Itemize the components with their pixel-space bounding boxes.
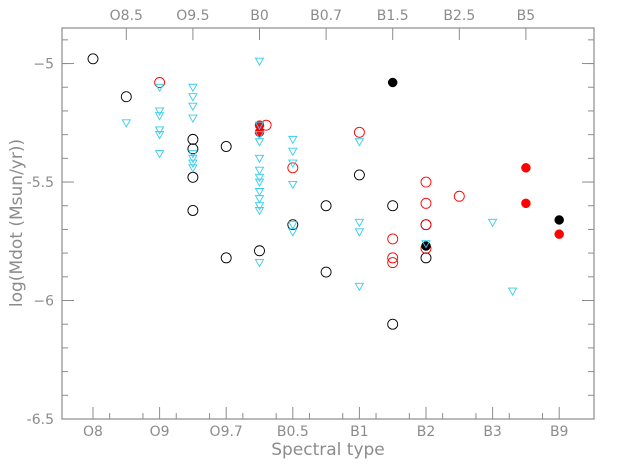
open-circle-point xyxy=(387,233,399,245)
upper-limit-triangle-point xyxy=(288,147,298,157)
upper-limit-triangle-point xyxy=(487,218,498,228)
y-tick-label: -5.5 xyxy=(27,175,54,191)
open-circle-point xyxy=(387,257,399,269)
upper-limit-triangle-point xyxy=(154,83,165,93)
x-tick-label-top: B0.7 xyxy=(310,8,342,24)
open-circle-point xyxy=(420,252,432,264)
x-tick-label-bottom: B3 xyxy=(483,424,502,440)
open-circle-point xyxy=(120,91,132,103)
upper-limit-triangle-point xyxy=(254,57,265,67)
upper-limit-triangle-point xyxy=(188,159,198,168)
open-circle-point xyxy=(187,133,199,145)
open-circle-point xyxy=(287,219,299,231)
open-circle-point xyxy=(320,200,332,212)
x-tick-label-top: B2.5 xyxy=(443,8,475,24)
upper-limit-triangle-point xyxy=(154,107,165,116)
x-tick-label-bottom: B0.5 xyxy=(277,424,309,440)
x-tick-label-top: B5 xyxy=(517,8,536,24)
upper-limit-triangle-point xyxy=(288,159,298,168)
open-circle-point xyxy=(254,245,265,257)
upper-limit-triangle-point xyxy=(254,202,265,211)
upper-limit-triangle-point xyxy=(188,93,198,102)
upper-limit-triangle-point xyxy=(354,218,365,228)
upper-limit-triangle-point xyxy=(254,154,265,164)
open-circle-point xyxy=(220,141,232,152)
open-circle-point xyxy=(87,53,99,65)
filled-circle-point xyxy=(554,215,564,225)
open-circle-point xyxy=(420,219,432,231)
tick-marks xyxy=(62,28,594,420)
upper-limit-triangle-point xyxy=(254,166,265,176)
upper-limit-triangle-point xyxy=(507,287,518,296)
open-circle-point xyxy=(187,171,199,183)
open-circle-point xyxy=(287,162,299,174)
x-tick-label-bottom: O9 xyxy=(150,424,170,440)
upper-limit-triangle-point xyxy=(254,188,265,197)
tick-labels: O8 O9 O9.7 B0.5 B1 B2 B3 B9 O8.5 O9.5 B0 B0.7 B1.5 B2… xyxy=(27,8,569,440)
upper-limit-triangle-point xyxy=(288,228,298,237)
y-tick-label: −5 xyxy=(33,57,54,73)
y-axis-title: log(Mdot (Msun/yr)) xyxy=(7,139,27,307)
upper-limit-triangle-point xyxy=(254,121,265,131)
upper-limit-triangle-point xyxy=(154,150,165,159)
x-tick-label-top: O9.5 xyxy=(176,8,209,24)
upper-limit-triangle-point xyxy=(421,240,431,249)
upper-limit-triangle-point xyxy=(154,112,165,121)
x-tick-label-bottom: B1 xyxy=(350,424,369,440)
x-tick-label-top: B0 xyxy=(250,8,269,24)
y-tick-label: −6 xyxy=(33,294,54,310)
upper-limit-triangle-point xyxy=(354,138,365,147)
upper-limit-triangle-point xyxy=(121,119,132,128)
upper-limit-triangle-point xyxy=(188,164,198,173)
upper-limit-triangle-point xyxy=(288,221,298,230)
x-axis-title: Spectral type xyxy=(271,440,385,460)
filled-circle-point xyxy=(521,163,531,173)
open-circle-point xyxy=(353,169,365,181)
upper-limit-triangle-point xyxy=(254,207,265,216)
upper-limit-triangle-point xyxy=(188,114,198,123)
open-circle-point xyxy=(387,200,399,212)
upper-limit-triangle-point xyxy=(188,102,198,112)
upper-limit-triangle-point xyxy=(254,138,265,147)
x-tick-label-bottom: O8 xyxy=(83,424,103,440)
upper-limit-triangle-point xyxy=(354,282,365,292)
x-tick-label-top: O8.5 xyxy=(110,8,143,24)
upper-limit-triangle-point xyxy=(154,131,165,140)
data-points xyxy=(87,53,564,330)
upper-limit-triangle-point xyxy=(288,180,298,190)
upper-limit-triangle-point xyxy=(288,135,298,145)
upper-limit-triangle-point xyxy=(188,83,198,93)
open-circle-point xyxy=(154,77,166,88)
upper-limit-triangle-point xyxy=(254,178,265,187)
upper-limit-triangle-point xyxy=(254,195,265,204)
open-circle-point xyxy=(420,176,432,188)
x-tick-label-bottom: B2 xyxy=(417,424,436,440)
x-tick-label-bottom: B9 xyxy=(550,424,569,440)
open-circle-point xyxy=(320,266,332,278)
open-circle-point xyxy=(353,126,365,138)
upper-limit-triangle-point xyxy=(254,131,265,140)
plot-frame xyxy=(61,27,595,420)
filled-circle-point xyxy=(387,77,398,88)
upper-limit-triangle-point xyxy=(188,150,198,159)
open-circle-point xyxy=(187,143,199,155)
upper-limit-triangle-point xyxy=(254,259,265,268)
open-circle-point xyxy=(420,197,432,209)
x-tick-label-top: B1.5 xyxy=(377,8,409,24)
open-circle-point xyxy=(453,190,465,202)
upper-limit-triangle-point xyxy=(354,228,365,237)
x-tick-label-bottom: O9.7 xyxy=(210,424,243,440)
open-circle-point xyxy=(387,318,399,330)
filled-circle-point xyxy=(554,229,564,239)
y-tick-label: -6.5 xyxy=(27,412,54,428)
filled-circle-point xyxy=(521,198,531,209)
open-circle-point xyxy=(187,205,199,216)
upper-limit-triangle-point xyxy=(154,126,165,135)
open-circle-point xyxy=(220,252,232,264)
open-circle-point xyxy=(387,252,399,264)
upper-limit-triangle-point xyxy=(188,154,198,164)
upper-limit-triangle-point xyxy=(254,173,265,183)
